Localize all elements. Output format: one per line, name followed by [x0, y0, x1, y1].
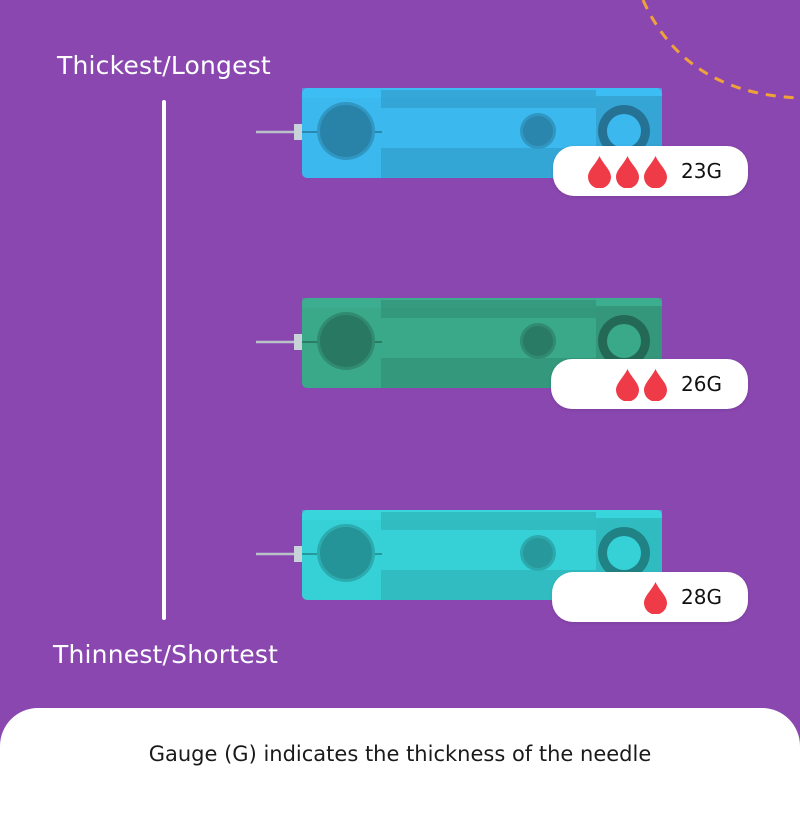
blood-drop-icon — [642, 155, 669, 188]
gauge-label: 28G — [681, 585, 722, 609]
lancet-23g — [256, 88, 662, 178]
blood-drop-icon — [586, 155, 613, 188]
blood-drop-icon — [642, 581, 669, 614]
scale-top-label: Thickest/Longest — [57, 51, 271, 80]
drop-group — [614, 368, 669, 401]
gauge-badge-26g: 26G — [551, 359, 748, 409]
footer-caption: Gauge (G) indicates the thickness of the… — [148, 742, 652, 766]
drop-group — [586, 155, 669, 188]
blood-drop-icon — [614, 368, 641, 401]
blood-drop-icon — [614, 155, 641, 188]
gauge-badge-23g: 23G — [553, 146, 748, 196]
gauge-badge-28g: 28G — [552, 572, 748, 622]
drop-group — [642, 581, 669, 614]
scale-bottom-label: Thinnest/Shortest — [53, 640, 279, 669]
scale-line — [162, 100, 166, 620]
blood-drop-icon — [642, 368, 669, 401]
gauge-label: 23G — [681, 159, 722, 183]
gauge-label: 26G — [681, 372, 722, 396]
